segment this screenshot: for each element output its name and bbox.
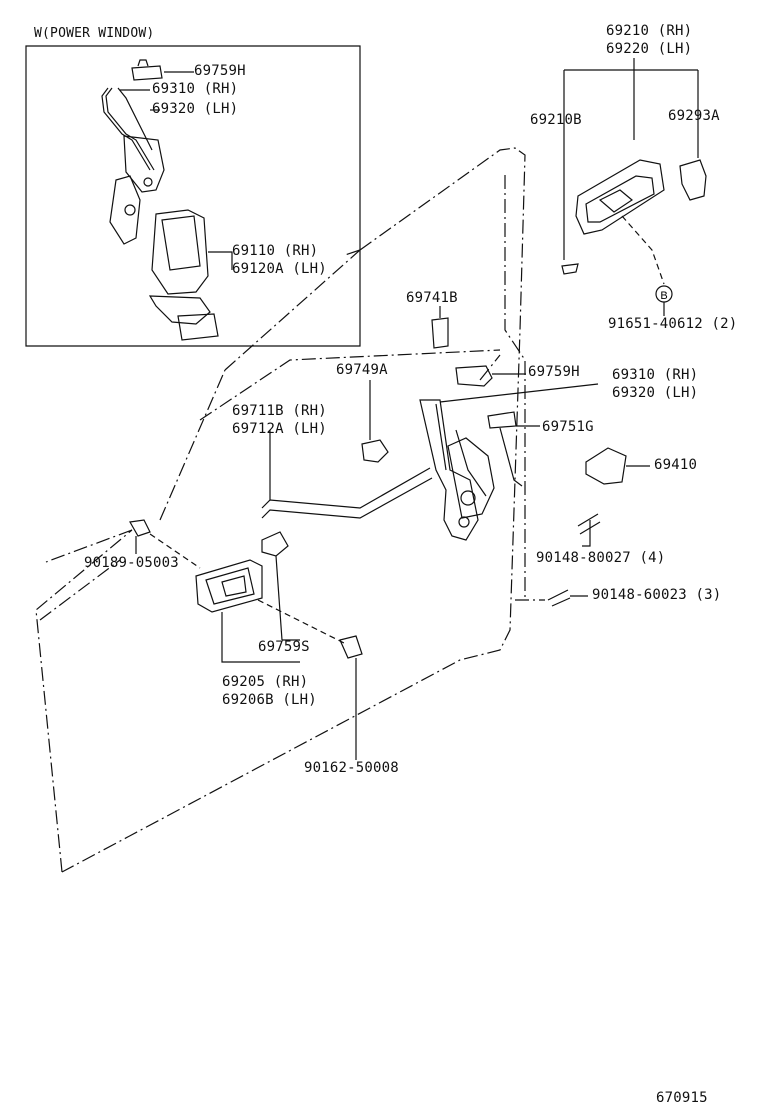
screw-90148-80027 — [578, 514, 600, 534]
part-90148-80027: 90148-80027 (4) — [536, 550, 666, 566]
part-90148-60023: 90148-60023 (3) — [592, 587, 722, 603]
part-69120a: 69120A (LH) — [232, 261, 327, 277]
striker-69410 — [586, 448, 626, 484]
bolt-marker-letter: B — [660, 290, 667, 302]
part-90189-05003: 90189-05003 — [84, 555, 179, 571]
bracket-69741b — [432, 318, 448, 348]
part-69759h: 69759H — [528, 364, 580, 380]
clip-69749a — [362, 440, 388, 462]
part-69310: 69310 (RH) — [612, 367, 699, 383]
part-69320-inset: 69320 (LH) — [152, 101, 239, 117]
outside-handle — [562, 160, 706, 274]
part-69206b: 69206B (LH) — [222, 692, 317, 708]
part-69293a: 69293A — [668, 108, 720, 124]
part-69759h-inset: 69759H — [194, 63, 246, 79]
door-lock-assembly — [420, 384, 598, 540]
part-69205: 69205 (RH) — [222, 674, 309, 690]
screw-90148-60023 — [548, 590, 570, 606]
part-69310-inset: 69310 (RH) — [152, 81, 239, 97]
part-69210b: 69210B — [530, 112, 582, 128]
clip-69759s — [262, 532, 288, 556]
clip-90189 — [130, 520, 150, 536]
lever-69751g — [488, 412, 516, 428]
part-69320: 69320 (LH) — [612, 385, 699, 401]
part-69749a: 69749A — [336, 362, 388, 378]
part-69210: 69210 (RH) — [606, 23, 693, 39]
part-69220: 69220 (LH) — [606, 41, 693, 57]
part-90162-50008: 90162-50008 — [304, 760, 399, 776]
part-91651-40612: 91651-40612 (2) — [608, 316, 738, 332]
part-69110: 69110 (RH) — [232, 243, 319, 259]
inset-header: W(POWER WINDOW) — [34, 26, 155, 41]
inside-handle-bezel — [196, 560, 262, 612]
part-69741b: 69741B — [406, 290, 458, 306]
part-69711b: 69711B (RH) — [232, 403, 327, 419]
inset-lock-actuator — [102, 60, 218, 340]
link-rod — [262, 468, 430, 508]
part-69712a: 69712A (LH) — [232, 421, 327, 437]
figure-code: 670915 — [656, 1090, 708, 1106]
clip-69759h — [456, 366, 492, 386]
part-69410: 69410 — [654, 457, 698, 473]
part-69751g: 69751G — [542, 419, 594, 435]
part-69759s: 69759S — [258, 639, 310, 655]
inset-frame — [26, 46, 360, 346]
screw-90162-50008 — [340, 636, 362, 658]
door-outline — [36, 148, 545, 872]
